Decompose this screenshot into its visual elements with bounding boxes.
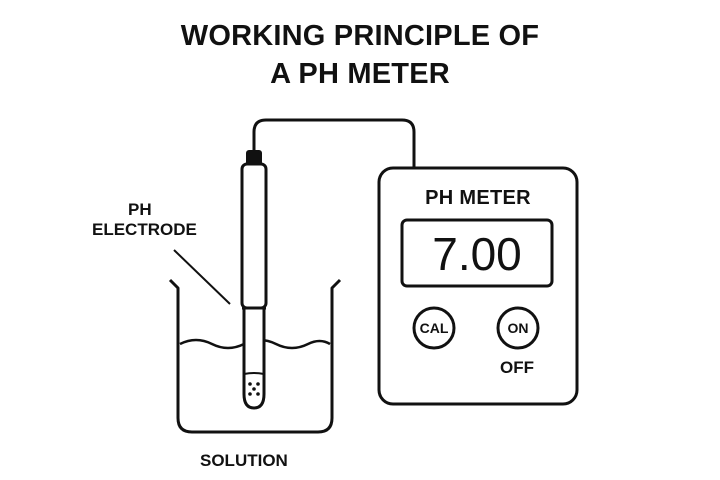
beaker (168, 278, 342, 434)
electrode-label-line-1: PH (128, 200, 152, 219)
solution-label: SOLUTION (200, 451, 288, 470)
meter-display (400, 218, 554, 288)
meter-title: PH METER (425, 187, 531, 209)
diagram-title-line-1: WORKING PRINCIPLE OF (180, 20, 540, 52)
diagram-title-line-2: A PH METER (270, 58, 450, 90)
on-off-button[interactable]: ON (507, 320, 529, 336)
off-label: OFF (500, 358, 534, 377)
ph-reading: 7.00 (432, 228, 522, 280)
cal-button[interactable]: CAL (419, 320, 449, 336)
electrode-label: PH ELECTRODE (92, 200, 197, 240)
ph-electrode (240, 150, 268, 410)
cal-button-circle (412, 306, 456, 350)
electrode-label-line-2: ELECTRODE (92, 220, 197, 239)
electrode-cable (252, 118, 416, 168)
on-button-circle (496, 306, 540, 350)
electrode-leader-line (173, 249, 231, 305)
